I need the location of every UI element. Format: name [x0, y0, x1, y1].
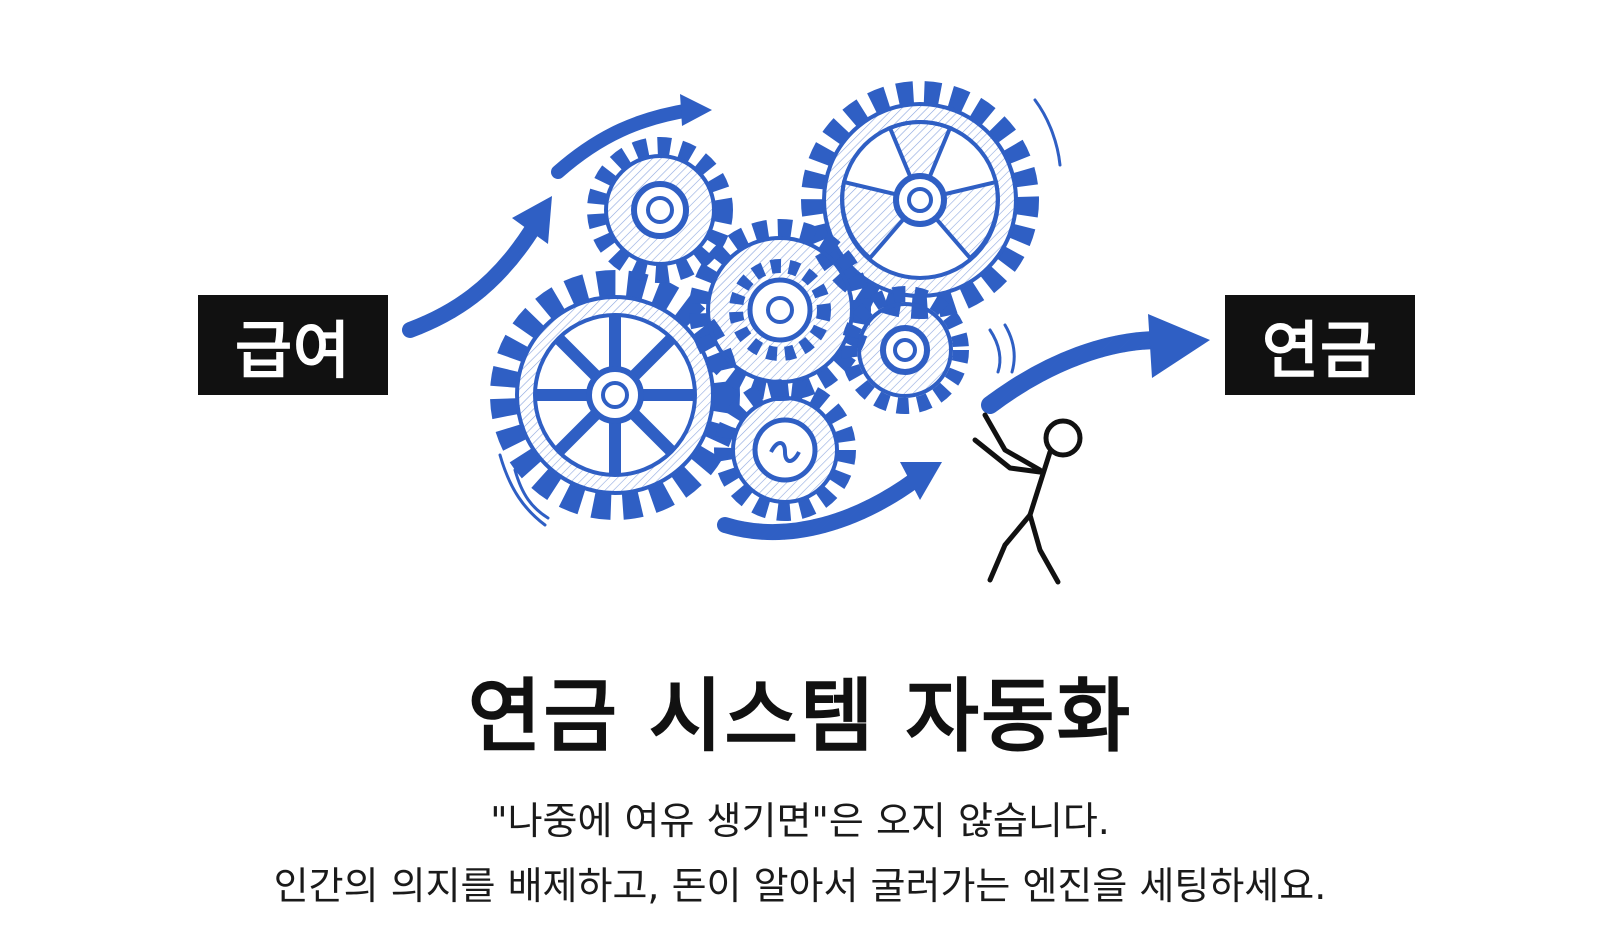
caption-title: 연금 시스템 자동화 — [467, 670, 1133, 763]
gear-small-right-icon — [841, 286, 969, 414]
caption-line-2: 인간의 의지를 배제하고, 돈이 알아서 굴러가는 엔진을 세팅하세요. — [273, 864, 1327, 908]
output-label-box: 연금 — [1225, 295, 1415, 395]
gear-large-top-right-icon — [801, 81, 1039, 319]
motion-lines — [498, 98, 1062, 527]
caption-line-1: "나중에 여유 생기면"은 오지 않습니다. — [490, 799, 1110, 843]
gear-small-bottom-icon — [714, 379, 856, 521]
arrow-up-left — [402, 196, 552, 338]
gear-engine-illustration — [402, 81, 1210, 585]
stick-figure-icon — [972, 412, 1083, 585]
arrow-bottom-curve — [717, 462, 942, 540]
gear-large-left-icon — [490, 270, 740, 520]
arrow-right-up — [981, 314, 1210, 414]
input-label: 급여 — [234, 314, 352, 387]
arrow-top-curve — [551, 94, 712, 179]
input-label-box: 급여 — [198, 295, 388, 395]
output-label: 연금 — [1261, 314, 1379, 387]
gear-small-top-icon — [587, 137, 733, 283]
